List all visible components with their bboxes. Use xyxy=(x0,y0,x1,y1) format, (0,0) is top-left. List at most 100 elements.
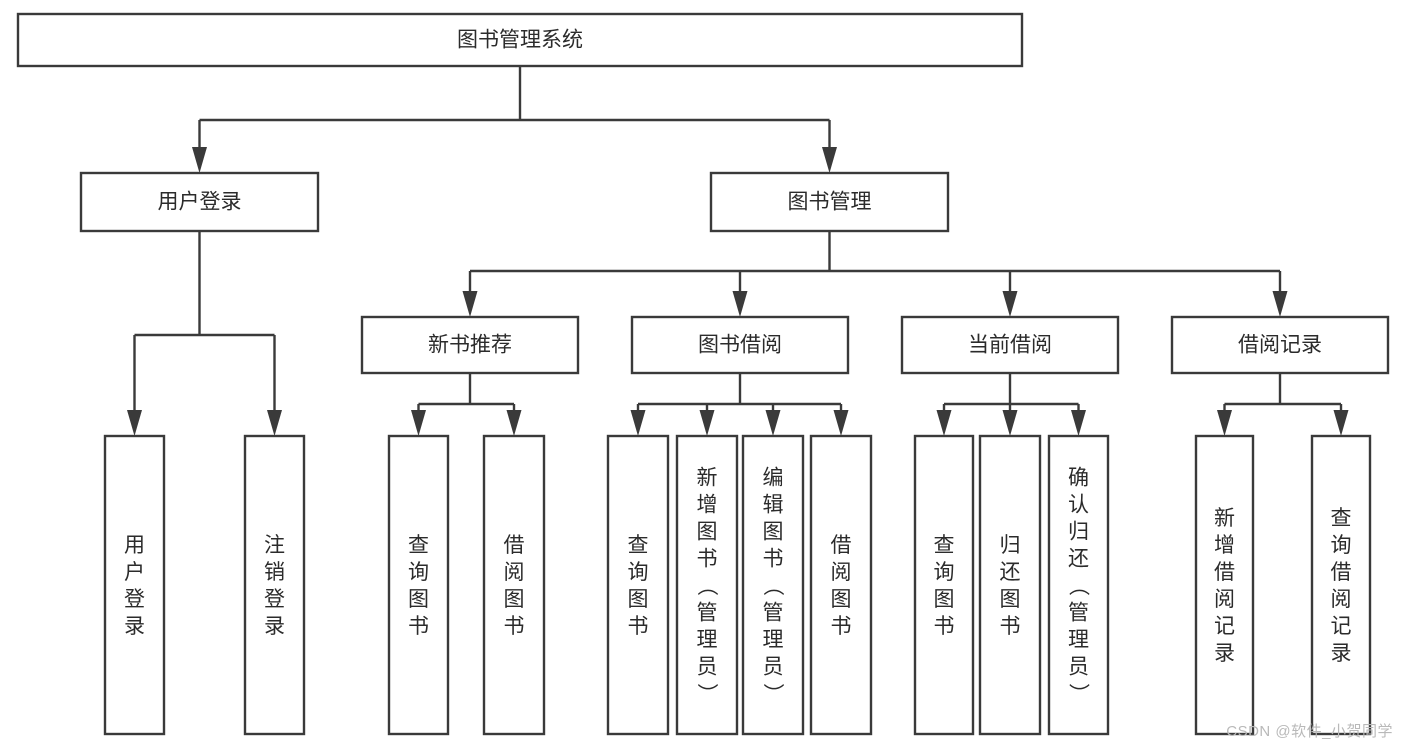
node-box[interactable] xyxy=(675,434,739,736)
node-box[interactable] xyxy=(16,12,1024,68)
node-label-char: 书 xyxy=(697,548,718,571)
node-box[interactable] xyxy=(913,434,975,736)
node-box[interactable] xyxy=(387,434,450,736)
node-user-login[interactable]: 用户登录 xyxy=(79,171,320,233)
node-label-char: 询 xyxy=(934,561,955,584)
node-label-char: 图 xyxy=(1000,588,1021,611)
node-box[interactable] xyxy=(978,434,1042,736)
node-box[interactable] xyxy=(103,434,166,736)
arrow-head-icon xyxy=(822,147,837,173)
node-label-char: 新 xyxy=(1214,507,1235,530)
arrow-head-icon xyxy=(1333,410,1349,436)
node-label-char: 图 xyxy=(408,588,429,611)
node-borrow-records[interactable]: 借阅记录 xyxy=(1170,315,1390,375)
node-label-char: 员 xyxy=(1068,656,1089,679)
node-label-char: 阅 xyxy=(1214,588,1235,611)
node-label: 图书管理 xyxy=(788,191,872,214)
node-label-char: 图 xyxy=(763,521,784,544)
node-label-char: 新 xyxy=(697,467,718,490)
arrow-head-icon xyxy=(1002,291,1018,317)
watermark-text: CSDN @软件_小贺同学 xyxy=(1226,723,1393,740)
node-label-char: 书 xyxy=(504,615,525,638)
node-label-char: 录 xyxy=(1214,642,1235,665)
node-current-borrowing[interactable]: 当前借阅 xyxy=(900,315,1120,375)
node-new-book-recommend[interactable]: 新书推荐 xyxy=(360,315,580,375)
node-label-char: 书 xyxy=(628,615,649,638)
node-box[interactable] xyxy=(606,434,670,736)
node-label-char: 阅 xyxy=(831,561,852,584)
node-box[interactable] xyxy=(482,434,546,736)
node-label-char: 图 xyxy=(697,521,718,544)
node-root[interactable]: 图书管理系统 xyxy=(16,12,1024,68)
arrow-head-icon xyxy=(1071,410,1086,436)
node-box[interactable] xyxy=(741,434,805,736)
node-label-char: 理 xyxy=(1068,629,1089,652)
arrow-head-icon xyxy=(127,410,142,436)
node-box[interactable] xyxy=(630,315,850,375)
node-label-char: ） xyxy=(695,683,718,704)
node-label-char: （ xyxy=(695,575,718,596)
node-label-char: 书 xyxy=(763,548,784,571)
node-user-login-leaf[interactable]: 用户登录 xyxy=(103,434,166,736)
arrow-head-icon xyxy=(765,410,781,436)
arrow-head-icon xyxy=(1002,410,1018,436)
node-box[interactable] xyxy=(900,315,1120,375)
node-label: 借阅记录 xyxy=(1238,334,1322,357)
node-box[interactable] xyxy=(709,171,950,233)
node-label-char: 增 xyxy=(1214,534,1235,557)
node-label-char: 归 xyxy=(1000,534,1021,557)
node-label-char: 图 xyxy=(934,588,955,611)
node-label-char: 记 xyxy=(1214,615,1235,638)
node-label-char: 理 xyxy=(763,629,784,652)
node-label-char: 书 xyxy=(831,615,852,638)
node-book-borrowing[interactable]: 图书借阅 xyxy=(630,315,850,375)
node-label-char: 录 xyxy=(1331,642,1352,665)
node-box[interactable] xyxy=(79,171,320,233)
node-label-char: 书 xyxy=(1000,615,1021,638)
node-label-char: 管 xyxy=(1068,602,1089,625)
arrow-head-icon xyxy=(833,410,849,436)
node-label-char: 借 xyxy=(504,534,525,557)
node-box[interactable] xyxy=(1047,434,1110,736)
node-label-char: 图 xyxy=(504,588,525,611)
node-label-char: 阅 xyxy=(1331,588,1352,611)
node-box[interactable] xyxy=(1310,434,1372,736)
node-label-char: 借 xyxy=(1214,561,1235,584)
node-label-char: 辑 xyxy=(763,494,784,517)
node-label-char: 还 xyxy=(1068,548,1089,571)
node-label-char: 录 xyxy=(124,615,145,638)
node-box[interactable] xyxy=(360,315,580,375)
node-book-management[interactable]: 图书管理 xyxy=(709,171,950,233)
node-label-char: （ xyxy=(761,575,784,596)
node-label: 当前借阅 xyxy=(968,334,1052,357)
node-label-char: 员 xyxy=(697,656,718,679)
node-label-char: 书 xyxy=(934,615,955,638)
node-box[interactable] xyxy=(243,434,306,736)
node-label-char: 询 xyxy=(408,561,429,584)
node-label-char: 确 xyxy=(1068,467,1089,490)
arrow-head-icon xyxy=(630,410,646,436)
node-label-char: 查 xyxy=(934,534,955,557)
node-label-char: ） xyxy=(1067,683,1090,704)
node-box[interactable] xyxy=(809,434,873,736)
node-box[interactable] xyxy=(1194,434,1255,736)
node-label-char: 员 xyxy=(763,656,784,679)
diagram-nodes: 图书管理系统用户登录用户登录注销登录图书管理新书推荐查询图书借阅图书图书借阅查询… xyxy=(16,12,1390,736)
node-label-char: 认 xyxy=(1068,494,1089,517)
node-label-char: 图 xyxy=(628,588,649,611)
node-box[interactable] xyxy=(1170,315,1390,375)
node-label: 新书推荐 xyxy=(428,334,512,357)
node-label-char: 查 xyxy=(628,534,649,557)
